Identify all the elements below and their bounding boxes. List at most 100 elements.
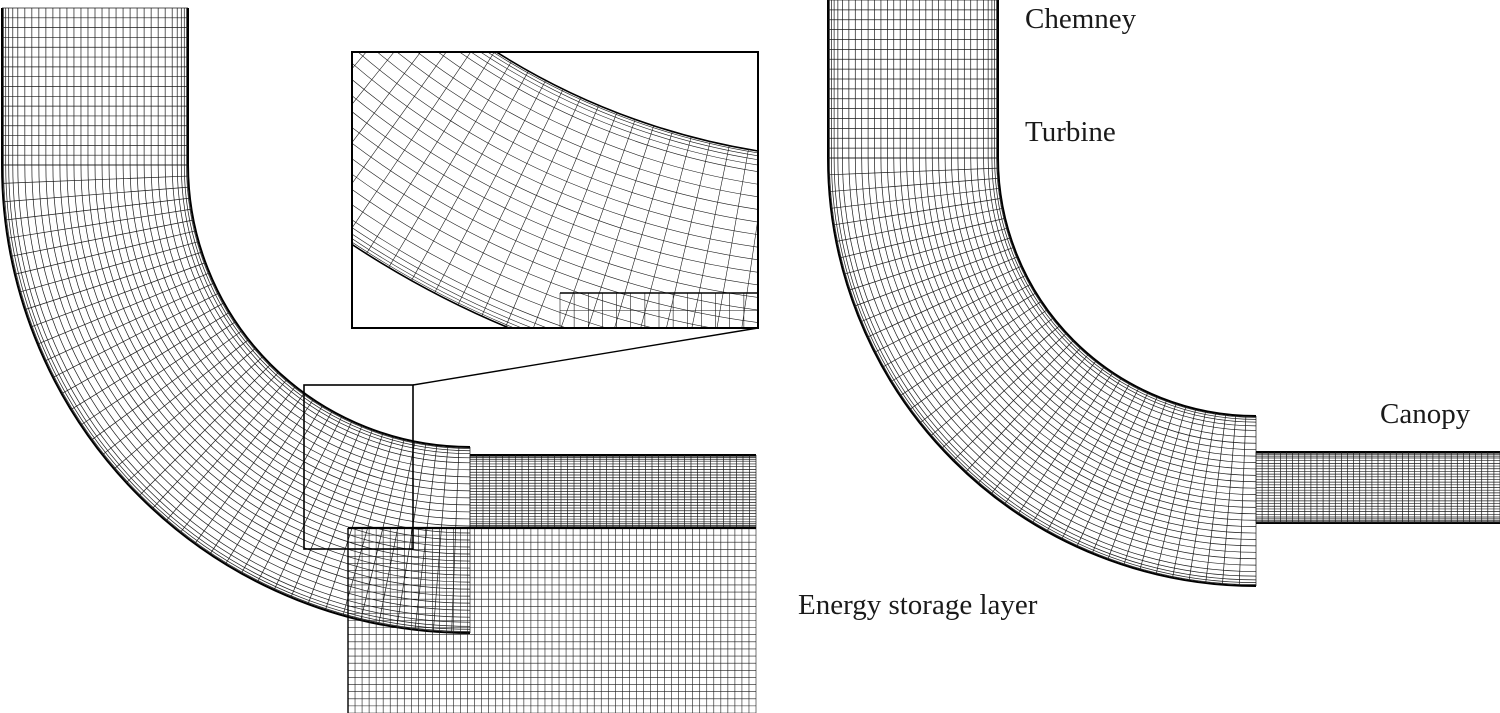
mesh-line-bend	[2, 175, 189, 184]
mesh-line-bend	[909, 309, 1048, 410]
mesh-line-bend	[432, 446, 449, 632]
mesh-right-panel	[827, 0, 1500, 587]
mesh-line-bend	[241, 410, 333, 574]
zoom-mesh-radial	[560, 119, 636, 328]
zoom-mesh-radial	[716, 149, 749, 328]
zoom-mesh-radial	[352, 52, 447, 185]
mesh-line-bend	[1091, 396, 1158, 554]
zoom-mesh-radial	[411, 70, 529, 281]
mesh-line-bend	[1017, 372, 1113, 515]
mesh-line-bend	[1139, 406, 1187, 571]
mesh-line-bend	[829, 177, 999, 192]
mesh-line-bend	[874, 274, 1027, 353]
mesh-line-bend	[5, 197, 190, 221]
mesh-line-bend	[965, 347, 1082, 473]
zoom-mesh-radial	[614, 131, 673, 328]
mesh-line-bend	[37, 272, 210, 345]
label-energy-storage-layer: Energy storage layer	[798, 589, 1038, 621]
mesh-line-bend	[919, 317, 1054, 424]
mesh-line-bend	[126, 356, 264, 483]
mesh-line-bend	[1238, 415, 1247, 586]
mesh-line-bend	[941, 332, 1067, 449]
mesh-line-bend	[953, 340, 1074, 461]
mesh-line-bend	[828, 167, 999, 176]
zoom-mesh-radial	[352, 52, 472, 229]
mesh-line-bend	[24, 251, 202, 310]
zoom-mesh-radial	[505, 105, 600, 327]
detail-region-marker	[303, 327, 759, 550]
zoom-mesh-radial	[640, 136, 692, 328]
zoom-inset-frame	[351, 51, 759, 329]
mesh-line-bend	[451, 446, 460, 633]
mesh-line-bend	[165, 379, 288, 522]
mesh-line-bend	[257, 416, 343, 583]
mesh-left-panel	[1, 7, 757, 713]
zoom-connector-line	[412, 327, 759, 386]
mesh-line-bend	[890, 292, 1037, 382]
zoom-mesh-radial	[811, 159, 826, 399]
zoom-inset-mesh	[102, 0, 826, 399]
zoom-mesh-radial	[102, 0, 298, 2]
mesh-line-bend	[307, 429, 373, 605]
mesh-line-bend	[930, 325, 1061, 437]
mesh-line-bend	[1032, 377, 1122, 524]
zoom-mesh-radial	[666, 141, 711, 328]
zoom-mesh-radial	[785, 157, 807, 396]
label-chimney: Chemney	[1025, 3, 1137, 35]
mesh-line-bend	[19, 241, 199, 293]
mesh-line-bend	[1222, 415, 1237, 585]
zoom-mesh-radial	[587, 125, 654, 328]
mesh-line-bend	[867, 265, 1022, 338]
zoom-mesh-radial	[457, 89, 564, 306]
mesh-line-bend	[1155, 408, 1197, 575]
zoom-mesh-radial	[185, 0, 360, 103]
mesh-line-bend	[52, 292, 219, 378]
label-canopy: Canopy	[1380, 398, 1471, 430]
mesh-line-bend	[860, 256, 1018, 323]
mesh-line-bend	[899, 301, 1042, 397]
mesh-line-bend	[194, 392, 305, 544]
mesh-line-bend	[1123, 403, 1177, 566]
zoom-mesh-radial	[759, 155, 787, 393]
mesh-line-bend	[977, 353, 1089, 484]
mesh-line-bend	[378, 441, 416, 625]
zoom-mesh-radial	[532, 112, 618, 328]
mesh-line-bend	[70, 312, 230, 410]
mesh-line-bend	[848, 237, 1011, 291]
zoom-inset-panel	[102, 0, 826, 399]
mesh-line-bend	[225, 405, 323, 565]
mesh-line-bend	[839, 217, 1006, 259]
mesh-line-bend	[1046, 382, 1131, 532]
mesh-line-bend	[342, 436, 394, 616]
mesh-line-bend	[833, 198, 1002, 226]
mesh-line-bend	[360, 439, 405, 621]
zoom-mesh-radial	[352, 52, 422, 143]
mesh-line-bend	[91, 330, 243, 441]
mesh-line-bend	[1205, 414, 1227, 584]
mesh-line-bend	[14, 230, 196, 275]
zoom-mesh-radial	[167, 0, 346, 84]
mesh-line-bend	[179, 386, 296, 533]
mesh-line-bend	[1172, 410, 1207, 578]
mesh-line-bend	[209, 399, 314, 555]
mesh-line-bend	[102, 339, 249, 456]
mesh-line-bend	[80, 321, 236, 426]
zoom-mesh-radial	[434, 80, 546, 294]
label-turbine: Turbine	[1025, 116, 1116, 148]
zoom-mesh-radial	[117, 0, 309, 23]
mesh-line-bend	[113, 347, 256, 470]
zoom-mesh-radial	[352, 52, 395, 105]
mesh-line-bend	[273, 420, 353, 591]
mesh-line-bend	[325, 433, 384, 611]
zoom-mesh-arc	[494, 52, 758, 152]
zoom-mesh-radial	[388, 61, 512, 268]
mesh-line-bend	[3, 186, 189, 203]
mesh-line-bend	[836, 207, 1004, 242]
mesh-line-bend	[152, 371, 279, 509]
mesh-line-bend	[30, 262, 206, 328]
zoom-mesh-radial	[741, 216, 758, 328]
mesh-line-bend	[138, 364, 271, 497]
zoom-mesh-radial	[691, 145, 730, 328]
mesh-line-bend	[61, 302, 225, 394]
